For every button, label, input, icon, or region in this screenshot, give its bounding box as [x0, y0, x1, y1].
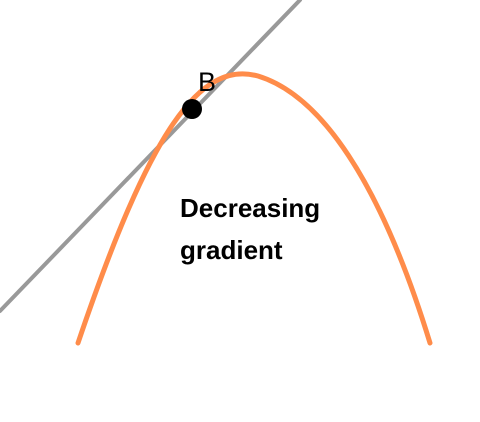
- caption-line-2: gradient: [180, 235, 283, 265]
- point-b: [182, 99, 202, 119]
- tangent-line: [0, 0, 302, 313]
- caption-line-1: Decreasing: [180, 193, 320, 223]
- point-label: B: [198, 67, 216, 97]
- curve: [75, 71, 433, 346]
